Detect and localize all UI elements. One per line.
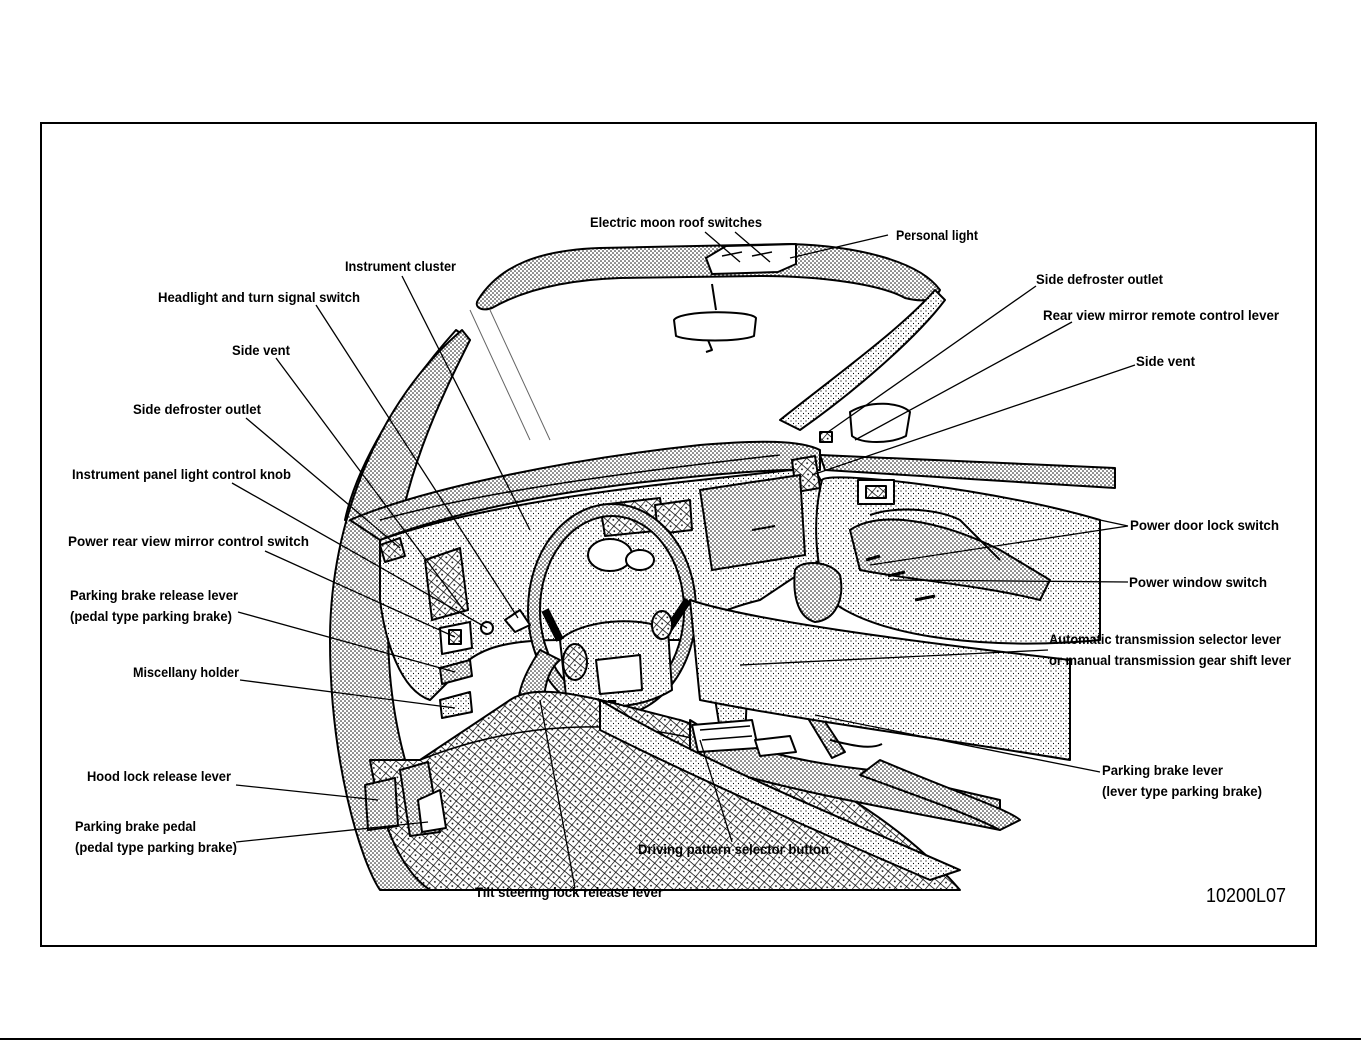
label-personal-light: Personal light: [896, 227, 978, 243]
label-electric-moon-roof-switches: Electric moon roof switches: [590, 214, 762, 230]
label-side-defroster-outlet-right: Side defroster outlet: [1036, 271, 1163, 287]
left-side-vent: [424, 547, 469, 621]
rear-view-mirror: [673, 311, 757, 342]
label-hood-lock-release-lever: Hood lock release lever: [87, 768, 231, 784]
label-parking-brake-lever-note: (lever type parking brake): [1102, 783, 1262, 799]
right-door-top: [819, 454, 1116, 489]
label-side-vent-left: Side vent: [232, 342, 290, 358]
left-defroster: [379, 537, 406, 563]
label-parking-brake-release-lever: Parking brake release lever: [70, 587, 239, 603]
glove-box: [699, 474, 806, 571]
label-instrument-panel-light-control-knob: Instrument panel light control knob: [72, 466, 291, 482]
dashboard-top: [349, 440, 821, 541]
label-miscellany-holder: Miscellany holder: [133, 664, 239, 680]
label-headlight-turn-signal-switch: Headlight and turn signal switch: [158, 289, 360, 305]
label-tilt-steering-lock-release-lever: Tilt steering lock release lever: [475, 884, 664, 900]
passenger-floor: [689, 599, 1071, 761]
label-side-defroster-outlet-left: Side defroster outlet: [133, 401, 261, 417]
label-parking-brake-lever: Parking brake lever: [1102, 762, 1224, 778]
right-mirror: [849, 402, 911, 443]
parking-brake-pedal: [417, 789, 447, 833]
label-power-rear-view-mirror-control-switch: Power rear view mirror control switch: [68, 533, 309, 549]
door-speaker: [793, 562, 843, 623]
miscellany-holder: [439, 691, 473, 719]
label-automatic-transmission-selector-lever: Automatic transmission selector lever: [1049, 631, 1281, 647]
console-side: [599, 699, 961, 881]
door-armrest: [849, 518, 1051, 601]
leader-lines: [231, 231, 1136, 889]
roof-headliner: [475, 243, 941, 311]
label-side-vent-right: Side vent: [1136, 353, 1195, 369]
label-manual-transmission-gear-shift-lever: or manual transmission gear shift lever: [1049, 652, 1292, 668]
right-a-pillar: [779, 289, 946, 431]
label-parking-brake-pedal: Parking brake pedal: [75, 818, 196, 834]
label-parking-brake-pedal-note: (pedal type parking brake): [75, 839, 237, 855]
label-power-window-switch: Power window switch: [1129, 574, 1267, 590]
label-driving-pattern-selector-button: Driving pattern selector button: [638, 841, 829, 857]
interior-drawing: [329, 243, 1116, 891]
label-instrument-cluster: Instrument cluster: [345, 258, 456, 274]
parking-brake-release: [439, 659, 473, 685]
label-parking-brake-release-lever-note: (pedal type parking brake): [70, 608, 232, 624]
labels: Electric moon roof switches Personal lig…: [68, 214, 1292, 900]
figure-code: 10200L07: [1206, 885, 1286, 907]
label-power-door-lock-switch: Power door lock switch: [1130, 517, 1279, 533]
label-rear-view-mirror-remote-control-lever: Rear view mirror remote control lever: [1043, 307, 1280, 323]
page-bottom-rule: [0, 1038, 1361, 1040]
